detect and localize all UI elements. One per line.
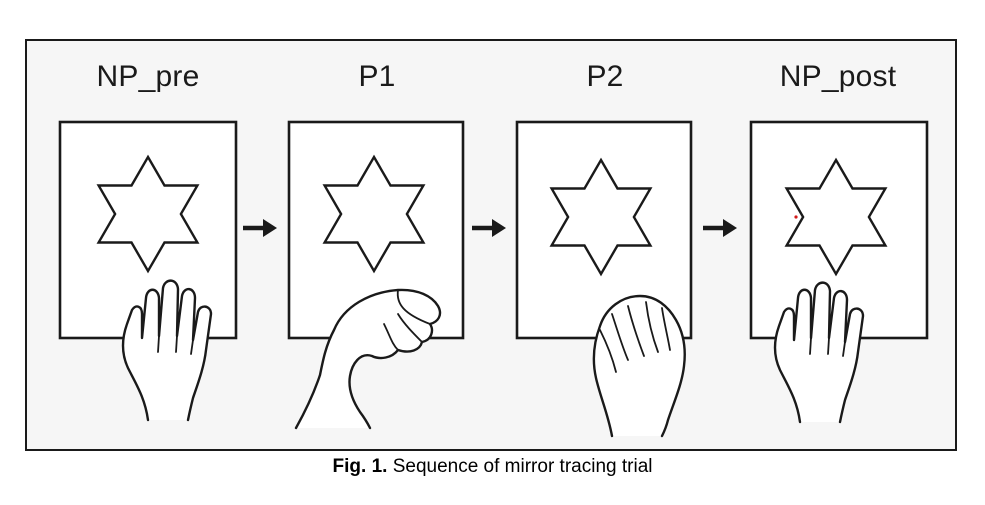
curled-hand-icon — [592, 294, 686, 438]
panel-np-pre — [58, 120, 238, 422]
panel-p2 — [515, 120, 693, 438]
caption-text: Sequence of mirror tracing trial — [387, 456, 653, 477]
stage-label-p1: P1 — [358, 60, 396, 93]
arrow-3-icon — [703, 219, 737, 237]
red-dot-mark — [794, 215, 798, 219]
flat-hand-icon — [773, 281, 865, 424]
arrow-1-icon — [243, 219, 277, 237]
flat-hand-icon — [121, 279, 213, 422]
panel-p1 — [287, 120, 465, 430]
stage-label-p2: P2 — [586, 60, 624, 93]
panel-np-post — [749, 120, 929, 424]
stage-label-np-pre: NP_pre — [96, 60, 200, 93]
figure-caption: Fig. 1. Sequence of mirror tracing trial — [0, 456, 985, 478]
stage-label-np-post: NP_post — [779, 60, 897, 93]
gripping-hand-icon — [294, 288, 442, 430]
caption-prefix: Fig. 1. — [332, 456, 388, 477]
arrow-2-icon — [472, 219, 506, 237]
